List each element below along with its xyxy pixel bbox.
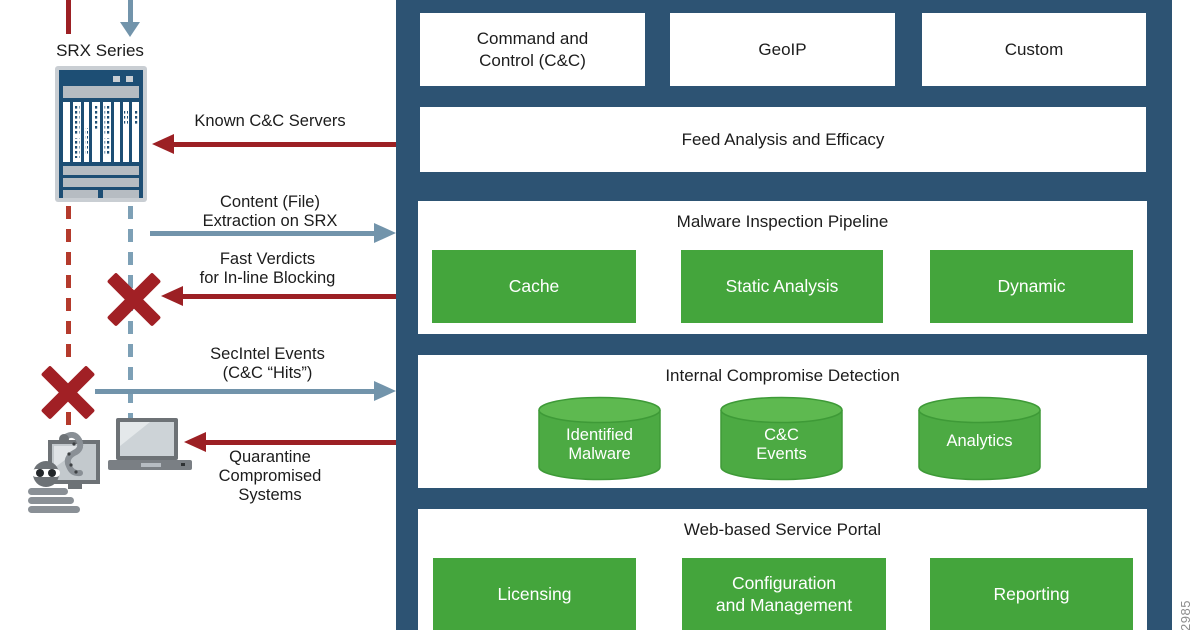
content-extraction-arrow-icon [150, 223, 396, 244]
cnc-traffic-dashed-line-icon [66, 412, 71, 434]
outbound-traffic-line-icon [66, 0, 71, 34]
fast-verdicts-arrow-icon [161, 286, 396, 307]
feed-analysis-box: Feed Analysis and Efficacy [420, 107, 1146, 172]
figure-id: 2985 [1178, 600, 1193, 630]
portal-licensing-box: Licensing [433, 558, 636, 630]
secintel-events-arrow-icon [95, 381, 396, 402]
srx-chassis-icon [55, 66, 147, 202]
flow-label-content-extraction: Content (File) Extraction on SRX [202, 193, 338, 231]
section-internal-compromise-detection: Internal Compromise Detection Identified… [418, 355, 1147, 488]
srx-series-label: SRX Series [56, 41, 144, 60]
flow-label-quarantine: Quarantine Compromised Systems [218, 448, 322, 505]
feed-source-geoip: GeoIP [670, 13, 895, 86]
database-label: Identified Malware [566, 426, 633, 463]
feed-source-custom: Custom [922, 13, 1146, 86]
known-cnc-arrow-icon [152, 134, 396, 155]
inbound-traffic-arrow-icon [128, 0, 133, 24]
inbound-arrowhead-icon [120, 22, 140, 37]
client-traffic-dashed-line-icon [128, 206, 133, 420]
section-web-service-portal: Web-based Service Portal Licensing Confi… [418, 509, 1147, 630]
database-label: Analytics [946, 432, 1013, 450]
pipeline-cache-box: Cache [432, 250, 636, 323]
cnc-traffic-dashed-line-icon [66, 206, 71, 366]
flow-label-fast-verdicts: Fast Verdicts for In-line Blocking [199, 250, 336, 288]
flow-label-known-cnc: Known C&C Servers [194, 112, 346, 130]
section-title: Malware Inspection Pipeline [676, 212, 889, 231]
database-cnc-events-icon: C&C Events [719, 396, 844, 482]
database-label: C&C Events [756, 426, 807, 463]
portal-configuration-box: Configuration and Management [682, 558, 886, 630]
laptop-icon [108, 418, 192, 470]
database-identified-malware-icon: Identified Malware [537, 396, 662, 482]
attacker-icon [28, 432, 100, 513]
pipeline-static-analysis-box: Static Analysis [681, 250, 883, 323]
database-analytics-icon: Analytics [917, 396, 1042, 482]
section-title: Web-based Service Portal [683, 520, 882, 539]
block-x-icon [39, 363, 97, 421]
flow-label-secintel-events: SecIntel Events (C&C “Hits”) [210, 345, 325, 383]
section-title: Internal Compromise Detection [665, 366, 900, 385]
feed-source-command-and-control: Command and Control (C&C) [420, 13, 645, 86]
quarantine-arrow-icon [184, 432, 396, 453]
pipeline-dynamic-box: Dynamic [930, 250, 1133, 323]
cloud-service-panel: Command and Control (C&C) GeoIP Custom F… [396, 0, 1172, 630]
section-malware-inspection-pipeline: Malware Inspection Pipeline Cache Static… [418, 201, 1147, 334]
portal-reporting-box: Reporting [930, 558, 1133, 630]
